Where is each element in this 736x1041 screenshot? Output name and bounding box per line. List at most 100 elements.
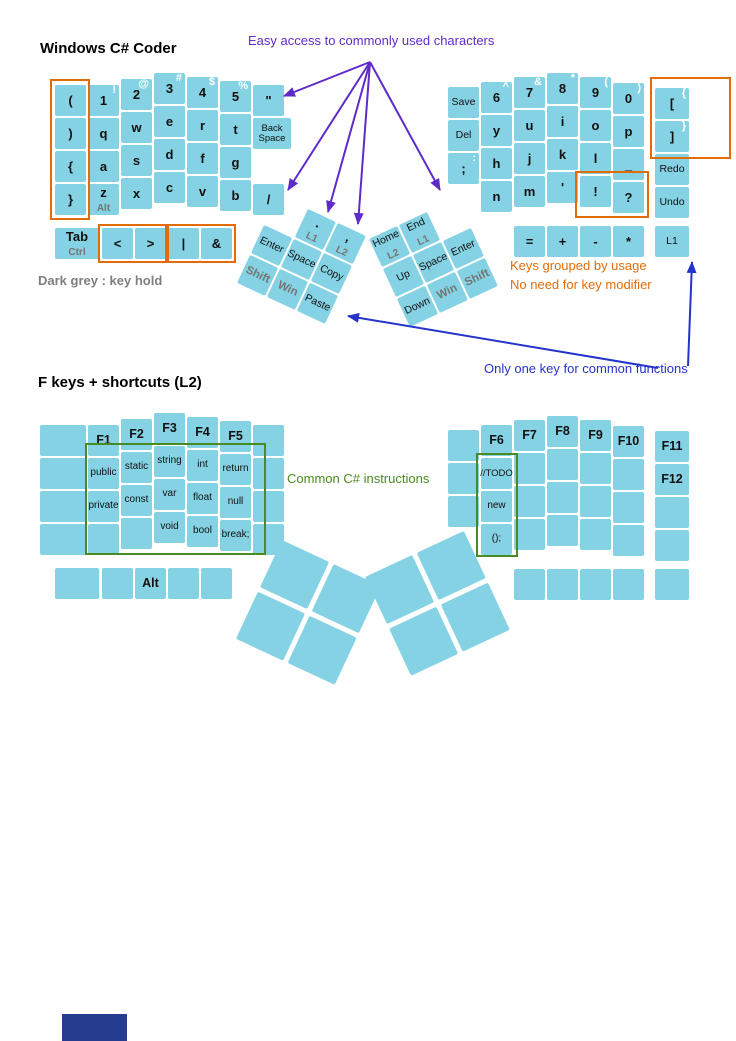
key-blank <box>547 515 578 546</box>
key-save: Save <box>448 87 479 118</box>
key-exclamation: ! <box>580 176 611 207</box>
key-new: new <box>481 491 512 522</box>
key-f7: F7 <box>514 420 545 451</box>
key-blank <box>514 519 545 550</box>
key-h: h <box>481 148 512 179</box>
key-l1: L1 <box>655 226 689 257</box>
key-u: u <box>514 110 545 141</box>
key-k: k <box>547 139 578 170</box>
csharp-note: Common C# instructions <box>287 471 430 486</box>
key-plus: + <box>547 226 578 257</box>
key-f5: F5 <box>220 421 251 452</box>
key-s: s <box>121 145 152 176</box>
key-f11: F11 <box>655 431 689 462</box>
easy-access-note: Easy access to commonly used characters <box>248 33 495 48</box>
key-j: j <box>514 143 545 174</box>
key-4: 4$ <box>187 76 218 108</box>
key-paren-open: ( <box>55 85 86 116</box>
key-blank <box>88 524 119 555</box>
key-blank <box>613 492 644 523</box>
key-blank <box>201 568 232 599</box>
key-blank <box>580 453 611 484</box>
key-blank <box>613 459 644 490</box>
key-v: v <box>187 176 218 207</box>
key-blank <box>514 453 545 484</box>
l2-layer-title: F keys + shortcuts (L2) <box>38 374 202 391</box>
dark-grey-note: Dark grey : key hold <box>38 273 163 288</box>
key-undo: Undo <box>655 187 689 218</box>
key-o: o <box>580 110 611 141</box>
key-blank <box>253 425 284 456</box>
key-blank <box>253 458 284 489</box>
key-blank <box>580 569 611 600</box>
key-ampersand: & <box>201 228 232 259</box>
key-semicolon: ;: <box>448 152 479 184</box>
highlight-box-exclaim-question <box>575 171 649 218</box>
easy-access-arrows <box>283 61 441 225</box>
key-blank <box>168 568 199 599</box>
key-blank <box>547 449 578 480</box>
key-asterisk: * <box>613 226 644 257</box>
key-blank <box>40 524 86 555</box>
key-y: y <box>481 115 512 146</box>
key-blank <box>655 530 689 561</box>
key-blank <box>40 425 86 456</box>
key-blank <box>121 518 152 549</box>
highlight-box-csharp-right <box>476 453 518 557</box>
key-void: void <box>154 512 185 543</box>
key-f4: F4 <box>187 417 218 448</box>
key-blank <box>253 491 284 522</box>
key-greater-than: > <box>135 228 166 259</box>
key-null: null <box>220 487 251 518</box>
key-9: 9( <box>580 76 611 108</box>
key-brace-close: } <box>55 184 86 215</box>
key-x: x <box>121 178 152 209</box>
key-q: q <box>88 118 119 149</box>
key-blank <box>448 463 479 494</box>
key-public: public <box>88 458 119 489</box>
key-c: c <box>154 172 185 203</box>
key-less-than: < <box>102 228 133 259</box>
key-f3: F3 <box>154 413 185 444</box>
key-static: static <box>121 452 152 483</box>
key-5: 5% <box>220 80 251 112</box>
key-8: 8* <box>547 72 578 104</box>
key-bracket-close: ]} <box>655 120 689 152</box>
key-n: n <box>481 181 512 212</box>
key-6: 6^ <box>481 81 512 113</box>
key-7: 7& <box>514 76 545 108</box>
key-minus: - <box>580 226 611 257</box>
key-w: w <box>121 112 152 143</box>
key-string: string <box>154 446 185 477</box>
key-underscore: _ <box>613 149 644 180</box>
key-call-parens: (); <box>481 524 512 555</box>
key-int: int <box>187 450 218 481</box>
key-r: r <box>187 110 218 141</box>
key-bool: bool <box>187 516 218 547</box>
key-redo: Redo <box>655 154 689 185</box>
key-equals: = <box>514 226 545 257</box>
key-alt: Alt <box>135 568 166 599</box>
highlight-box-pipe-amp <box>165 224 236 263</box>
key-brace-open: { <box>55 151 86 182</box>
key-f6: F6 <box>481 425 512 456</box>
key-f8: F8 <box>547 416 578 447</box>
key-3: 3# <box>154 72 185 104</box>
key-blank <box>655 569 689 600</box>
key-p: p <box>613 116 644 147</box>
key-0: 0) <box>613 82 644 114</box>
key-todo-comment: //TODO <box>480 458 513 489</box>
key-break: break; <box>220 520 251 551</box>
main-layer-title: Windows C# Coder <box>40 40 177 57</box>
key-blank <box>580 486 611 517</box>
key-blank <box>514 486 545 517</box>
key-blank <box>514 569 545 600</box>
key-blank <box>655 497 689 528</box>
key-blank <box>613 569 644 600</box>
key-bracket-open: [{ <box>655 87 689 119</box>
key-m: m <box>514 176 545 207</box>
key-f9: F9 <box>580 420 611 451</box>
key-blank <box>613 525 644 556</box>
